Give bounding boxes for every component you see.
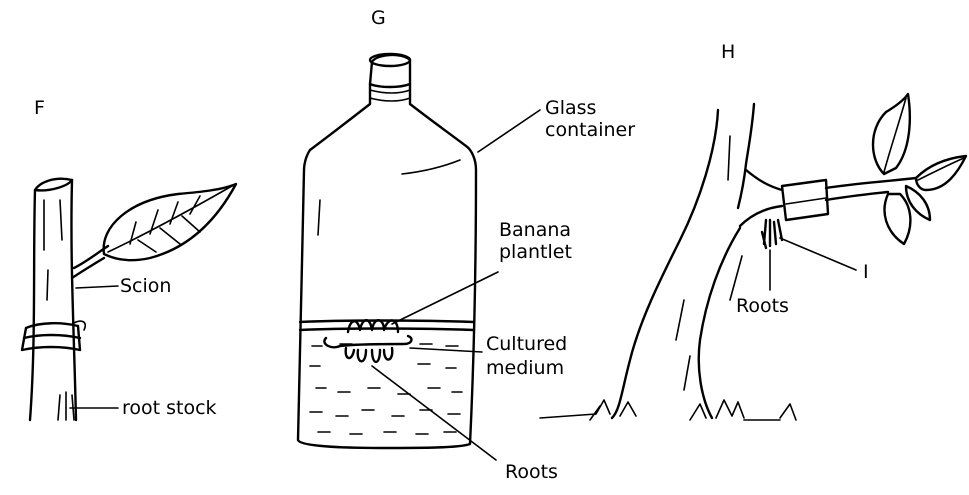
- trunk-left-edge: [612, 110, 718, 418]
- figure-g-letter: G: [371, 8, 386, 28]
- cultured-medium-pointer: [410, 348, 482, 352]
- leaf-top-vein: [884, 98, 906, 172]
- scion-pointer: [76, 286, 118, 288]
- bottle-highlight-curve: [402, 160, 460, 174]
- layering-wrap-fold: [786, 198, 826, 204]
- bottle-highlight-left: [318, 200, 320, 235]
- trunk-right-edge: [738, 104, 754, 208]
- figure-h-layering: [540, 94, 966, 420]
- banana-plantlet-label-line2: plantlet: [499, 242, 572, 262]
- branch-upper: [746, 170, 782, 190]
- root-stock-ground: [58, 392, 74, 420]
- ground-grass: [540, 400, 796, 420]
- stem-right-edge: [71, 180, 76, 420]
- glass-container-label-line2: container: [545, 120, 635, 140]
- roots-pointer-g: [372, 366, 496, 460]
- glass-container-label-line1: Glass: [545, 98, 596, 118]
- trunk-right-lower: [699, 228, 740, 418]
- stem-left-edge: [30, 190, 35, 420]
- trunk-bark-marks: [676, 136, 742, 390]
- figure-f-letter: F: [34, 98, 45, 118]
- banana-plantlet-pointer: [392, 272, 498, 324]
- root-stock-label: root stock: [122, 398, 217, 418]
- banana-plantlet-roots: [346, 348, 393, 362]
- stem-cut-top: [35, 179, 72, 191]
- leaf-bottom: [885, 194, 911, 244]
- banana-plantlet-shoots: [348, 320, 398, 332]
- cultured-medium-label-line1: Cultured: [486, 334, 567, 354]
- banana-plantlet-label-line1: Banana: [499, 220, 571, 240]
- marker-i-pointer: [780, 238, 856, 270]
- figure-f-grafting: [22, 179, 236, 420]
- stem-shading: [44, 200, 62, 300]
- binding-tape: [22, 323, 80, 350]
- marker-i-label: I: [863, 262, 869, 282]
- branch-lower: [740, 206, 782, 226]
- glass-container-pointer: [478, 110, 540, 152]
- bottle-body: [298, 84, 476, 448]
- layering-wrap: [782, 180, 828, 220]
- bottle-neck-rings: [370, 90, 410, 101]
- banana-plantlet-base: [324, 336, 411, 347]
- roots-label-g: Roots: [505, 462, 558, 482]
- roots-label-h: Roots: [736, 296, 789, 316]
- layering-roots: [762, 220, 782, 248]
- scion-label: Scion: [120, 276, 171, 296]
- bottle-cap: [370, 55, 410, 87]
- cultured-medium-label-line2: medium: [486, 358, 564, 378]
- figure-h-letter: H: [721, 42, 735, 62]
